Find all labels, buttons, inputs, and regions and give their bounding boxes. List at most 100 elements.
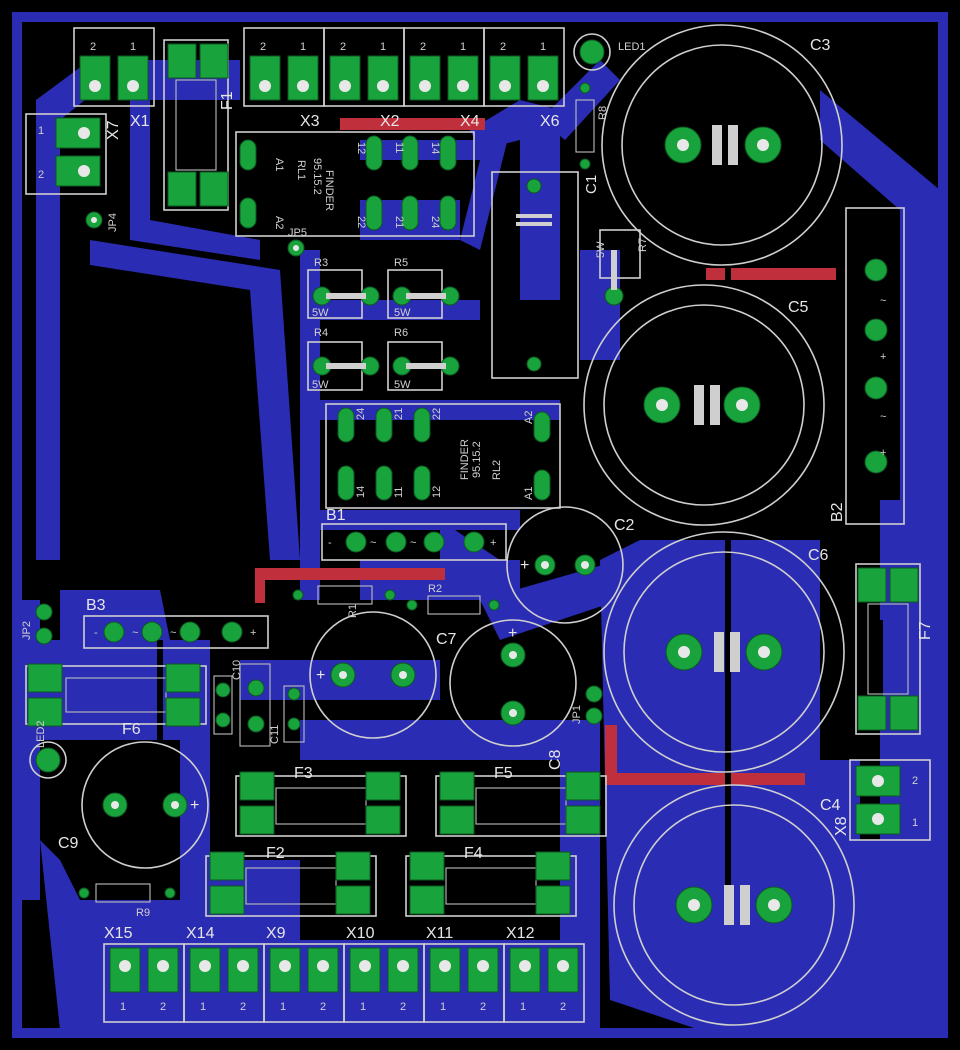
x4-pin1: 1 (460, 41, 466, 53)
rl1-p14: 14 (429, 142, 441, 154)
label-X9: X9 (266, 925, 286, 942)
terminal-X2: 2 1 X2 (323, 27, 405, 130)
jumper-JP2: JP2 (21, 603, 53, 645)
rl2-make: FINDER (459, 439, 471, 480)
b2-plus-mid: + (880, 351, 886, 363)
c8-plus: + (508, 625, 517, 642)
fuse-F3: F3 (235, 765, 407, 837)
rl1-p22: 22 (355, 216, 367, 228)
label-C2: C2 (614, 517, 635, 534)
x11-pin1: 1 (440, 1001, 446, 1013)
label-C9: C9 (58, 835, 79, 852)
label-C4: C4 (820, 797, 841, 814)
label-R5: R5 (394, 257, 408, 269)
resistor-R6: R6 5W (387, 327, 460, 391)
rl1-A2: A2 (273, 216, 285, 229)
label-F4: F4 (464, 845, 483, 862)
x14-pin1: 1 (200, 1001, 206, 1013)
terminal-X12: 1 2 X12 (503, 925, 585, 1023)
x14-pin2: 2 (240, 1001, 246, 1013)
label-F6: F6 (122, 721, 141, 738)
capacitor-C8: + C8 (449, 619, 577, 770)
rl2-A1: A1 (523, 487, 535, 500)
jumper-JP5: JP5 (287, 227, 307, 257)
r5-power: 5W (394, 307, 411, 319)
label-C5: C5 (788, 299, 809, 316)
terminal-X15: 1 2 X15 (103, 925, 185, 1023)
jumper-JP1: JP1 (571, 685, 603, 725)
terminal-X9: 1 2 X9 (263, 925, 345, 1023)
bridge-B3: - ~ ~ + B3 (83, 597, 269, 649)
label-JP1: JP1 (571, 705, 583, 724)
capacitor-C10: C10 (213, 660, 243, 735)
label-F7: F7 (917, 621, 934, 640)
bridge-B2: ~ + ~ + B2 (829, 207, 905, 525)
fuse-F1: F1 (163, 39, 236, 211)
label-X3: X3 (300, 113, 320, 130)
relay-RL2: 24 21 22 14 11 12 A2 A1 FINDER 95.15.2 R… (325, 403, 561, 509)
b2-plus: + (880, 447, 886, 459)
b2-tilde1: ~ (880, 295, 886, 307)
resistor-R7: R7 5W (595, 229, 649, 306)
capacitor-C5: C5 (583, 284, 825, 526)
b1-plus: + (490, 537, 496, 549)
x7-pin1: 1 (38, 125, 44, 137)
rl2-label: RL2 (491, 460, 503, 480)
label-C6: C6 (808, 547, 829, 564)
resistor-R8: R8 (575, 82, 609, 170)
label-X12: X12 (506, 925, 535, 942)
rl2-p24: 24 (355, 408, 367, 420)
terminal-X3: 2 1 X3 (243, 27, 325, 130)
rl2-model: 95.15.2 (471, 441, 483, 478)
resistor-R3: R3 5W (307, 257, 380, 319)
rl1-p11: 11 (393, 142, 405, 153)
resistor-R2: R2 (406, 583, 500, 615)
rl1-label: RL1 (295, 160, 307, 180)
label-X2: X2 (380, 113, 400, 130)
x11-pin2: 2 (480, 1001, 486, 1013)
capacitor-C4: C4 (613, 784, 855, 1026)
label-X8: X8 (833, 816, 850, 836)
bridge-B1: - ~ ~ + B1 (321, 507, 507, 561)
b1-tilde2: ~ (410, 537, 416, 549)
label-X1: X1 (130, 113, 150, 130)
b1-tilde1: ~ (370, 537, 376, 549)
x12-pin2: 2 (560, 1001, 566, 1013)
label-R4: R4 (314, 327, 328, 339)
resistor-R9: R9 (78, 883, 176, 919)
label-X7: X7 (105, 120, 122, 140)
x1-pin1: 1 (130, 41, 136, 53)
r7-power: 5W (595, 241, 607, 258)
terminal-X7: 1 2 X7 (25, 113, 122, 195)
b3-minus: - (94, 627, 98, 639)
capacitor-C7: + C7 (309, 611, 457, 739)
fuse-F7: F7 (855, 563, 934, 735)
capacitor-C6: C6 (603, 531, 845, 773)
c7-plus: + (316, 667, 325, 684)
b2-tilde2: ~ (880, 411, 886, 423)
b1-minus: - (328, 537, 332, 549)
label-C1: C1 (583, 175, 600, 194)
terminal-X4: 2 1 X4 (403, 27, 485, 130)
x15-pin2: 2 (160, 1001, 166, 1013)
rl1-model: 95.15.2 (311, 158, 323, 195)
r6-power: 5W (394, 379, 411, 391)
rl2-p11: 11 (393, 487, 405, 498)
top-copper (255, 118, 836, 785)
fuse-F5: F5 (435, 765, 607, 837)
x12-pin1: 1 (520, 1001, 526, 1013)
label-C10: C10 (231, 660, 243, 680)
label-LED2: LED2 (35, 720, 47, 748)
label-X15: X15 (104, 925, 133, 942)
rl1-p24: 24 (429, 216, 441, 228)
label-B3: B3 (86, 597, 106, 614)
label-R9: R9 (136, 907, 150, 919)
label-R2: R2 (428, 583, 442, 595)
rl1-make: FINDER (323, 170, 335, 211)
resistor-R4: R4 5W (307, 327, 380, 391)
label-X4: X4 (460, 113, 480, 130)
b3-tilde2: ~ (170, 627, 176, 639)
rl2-p14: 14 (355, 486, 367, 498)
x8-pin1: 1 (912, 817, 918, 829)
